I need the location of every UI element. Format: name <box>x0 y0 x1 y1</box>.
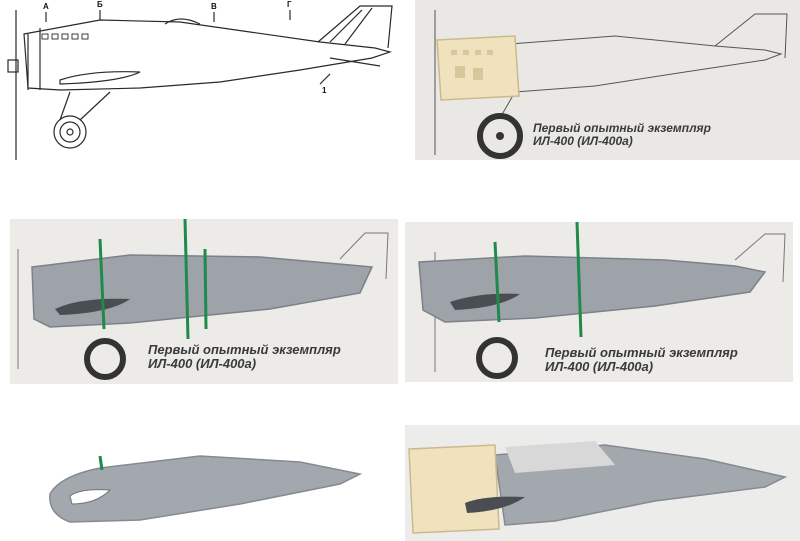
photo-bare-fuselage <box>40 434 370 536</box>
caption-line-1: Первый опытный экземпляр <box>545 345 738 360</box>
fuselage-with-cowl-photo <box>408 441 788 534</box>
section-mark-v: В <box>211 2 217 11</box>
caption-line-2: ИЛ-400 (ИЛ-400а) <box>148 356 257 372</box>
caption-line-2: ИЛ-400 (ИЛ-400а) <box>545 359 654 375</box>
photo-resin-cowl-on-plan: Первый опытный экземпляр ИЛ-400 (ИЛ-400а… <box>415 0 800 160</box>
section-mark-g: Г <box>287 0 292 9</box>
section-mark-b: Б <box>97 0 103 9</box>
aircraft-line-drawing <box>7 5 393 160</box>
caption-line-2: ИЛ-400 (ИЛ-400а) <box>533 134 633 149</box>
plan-and-cowl-photo <box>434 10 788 159</box>
caption-panel-4: Первый опытный экземпляр ИЛ-400 (ИЛ-400а… <box>545 345 738 375</box>
photo-fuselage-marked-left: Первый опытный экземпляр ИЛ-400 (ИЛ-400а… <box>10 219 398 384</box>
photo-fuselage-marked-right: Первый опытный экземпляр ИЛ-400 (ИЛ-400а… <box>405 222 793 382</box>
fuselage-marked-photo-a <box>17 219 389 380</box>
caption-line-1: Первый опытный экземпляр <box>148 342 341 357</box>
caption-panel-2: Первый опытный экземпляр ИЛ-400 (ИЛ-400а… <box>533 121 711 149</box>
callout-number: 1 <box>322 86 327 95</box>
caption-panel-3: Первый опытный экземпляр ИЛ-400 (ИЛ-400а… <box>148 342 341 372</box>
caption-line-1: Первый опытный экземпляр <box>533 121 711 135</box>
photo-fuselage-with-cowl <box>405 425 800 541</box>
section-mark-a: А <box>43 2 49 11</box>
fuselage-marked-photo-b <box>418 222 786 379</box>
technical-drawing-panel: А Б В Г 1 <box>0 0 405 165</box>
bare-fuselage-photo <box>49 455 363 523</box>
